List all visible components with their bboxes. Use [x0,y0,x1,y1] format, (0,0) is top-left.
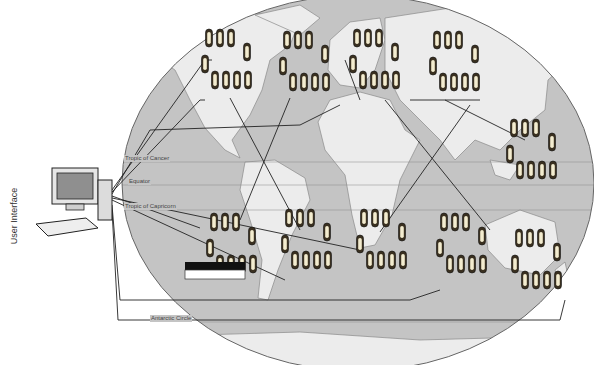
node-label: User Interface [9,188,19,245]
ocean [122,0,594,365]
computer-terminal: User Interface [0,150,122,260]
latitude-label: Equator [128,178,151,185]
continents [100,5,594,365]
latitude-label: Tropic of Capricorn [124,203,177,210]
latitude-label: Tropic of Cancer [124,155,170,162]
latitude-lines [110,162,594,322]
latitude-label: Antarctic Circle [150,315,192,322]
device-clusters [202,29,562,289]
status-box [185,262,245,279]
network-lines [112,60,565,320]
map-outline [122,0,594,365]
